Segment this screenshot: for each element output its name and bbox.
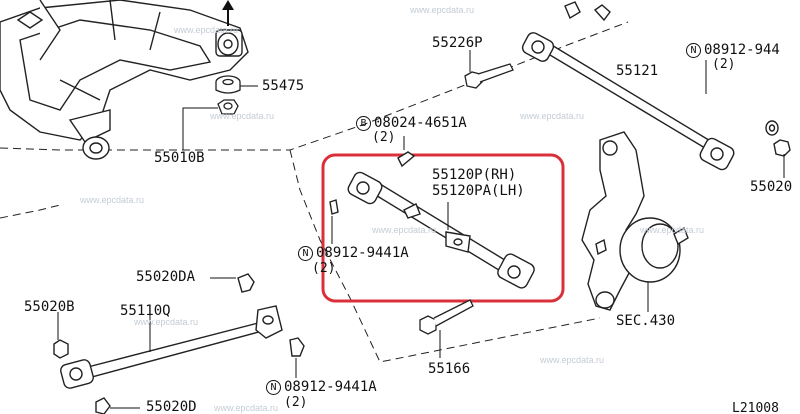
part-label-55020b[interactable]: 55020B — [24, 299, 75, 315]
part-label-55020d[interactable]: 55020D — [146, 399, 197, 414]
figure-code: L21008 — [732, 401, 779, 414]
qty-nut-top: (2) — [712, 57, 736, 72]
mount-and-nut-drawing — [215, 75, 241, 115]
part-label-55010b[interactable]: 55010B — [154, 150, 205, 166]
nut-type-icon: N — [686, 43, 701, 58]
bolt-type-icon: B — [356, 116, 371, 131]
up-arrow-icon — [222, 0, 234, 26]
part-label-nut-top[interactable]: 08912-944 — [704, 42, 780, 58]
watermark: www.epcdata.ru — [134, 317, 199, 327]
bolt-55226p-drawing — [464, 50, 514, 89]
part-label-bolt-08024[interactable]: 08024-4651A — [374, 115, 467, 131]
watermark: www.epcdata.ru — [540, 355, 605, 365]
part-label-55020da[interactable]: 55020DA — [136, 269, 196, 285]
part-label-55121[interactable]: 55121 — [616, 63, 659, 79]
nut-type-icon: N — [298, 246, 313, 261]
part-label-55226p[interactable]: 55226P — [432, 35, 483, 51]
watermark: www.epcdata.ru — [520, 111, 585, 121]
qty-bolt: (2) — [372, 130, 396, 145]
nut-type-icon: N — [266, 380, 281, 395]
highlight-box-55120p — [321, 153, 565, 303]
leader-lines-right — [705, 60, 785, 178]
part-label-55120p[interactable]: 55120P(RH) — [432, 167, 517, 183]
leader-lines-top — [182, 85, 258, 150]
part-label-nut-bottom[interactable]: 08912-9441A — [284, 379, 377, 395]
bolt-55166-drawing — [419, 299, 474, 358]
part-label-55110q[interactable]: 55110Q — [120, 303, 171, 319]
link-55121-drawing — [521, 1, 791, 171]
qty-nut-mid: (2) — [312, 261, 336, 276]
link-55120p-drawing — [329, 151, 535, 289]
qty-nut-bottom: (2) — [284, 395, 308, 410]
watermark: www.epcdata.ru — [372, 225, 437, 235]
watermark: www.epcdata.ru — [214, 403, 279, 413]
subframe-drawing — [0, 0, 249, 160]
leader-lines-bottom — [57, 277, 297, 409]
leader-lines-mid — [331, 136, 449, 244]
watermark: www.epcdata.ru — [210, 111, 275, 121]
part-label-55475[interactable]: 55475 — [262, 78, 305, 94]
watermark: www.epcdata.ru — [410, 5, 475, 15]
part-label-55020-right[interactable]: 55020 — [750, 179, 793, 195]
part-label-nut-mid[interactable]: 08912-9441A — [316, 245, 409, 261]
part-label-55166[interactable]: 55166 — [428, 361, 471, 377]
watermark: www.epcdata.ru — [640, 225, 705, 235]
part-label-55120pa[interactable]: 55120PA(LH) — [432, 183, 525, 199]
watermark: www.epcdata.ru — [80, 195, 145, 205]
link-55110q-drawing — [53, 273, 305, 414]
part-label-sec430[interactable]: SEC.430 — [616, 313, 676, 329]
watermark: www.epcdata.ru — [174, 25, 239, 35]
knuckle-hub-drawing — [581, 131, 689, 311]
